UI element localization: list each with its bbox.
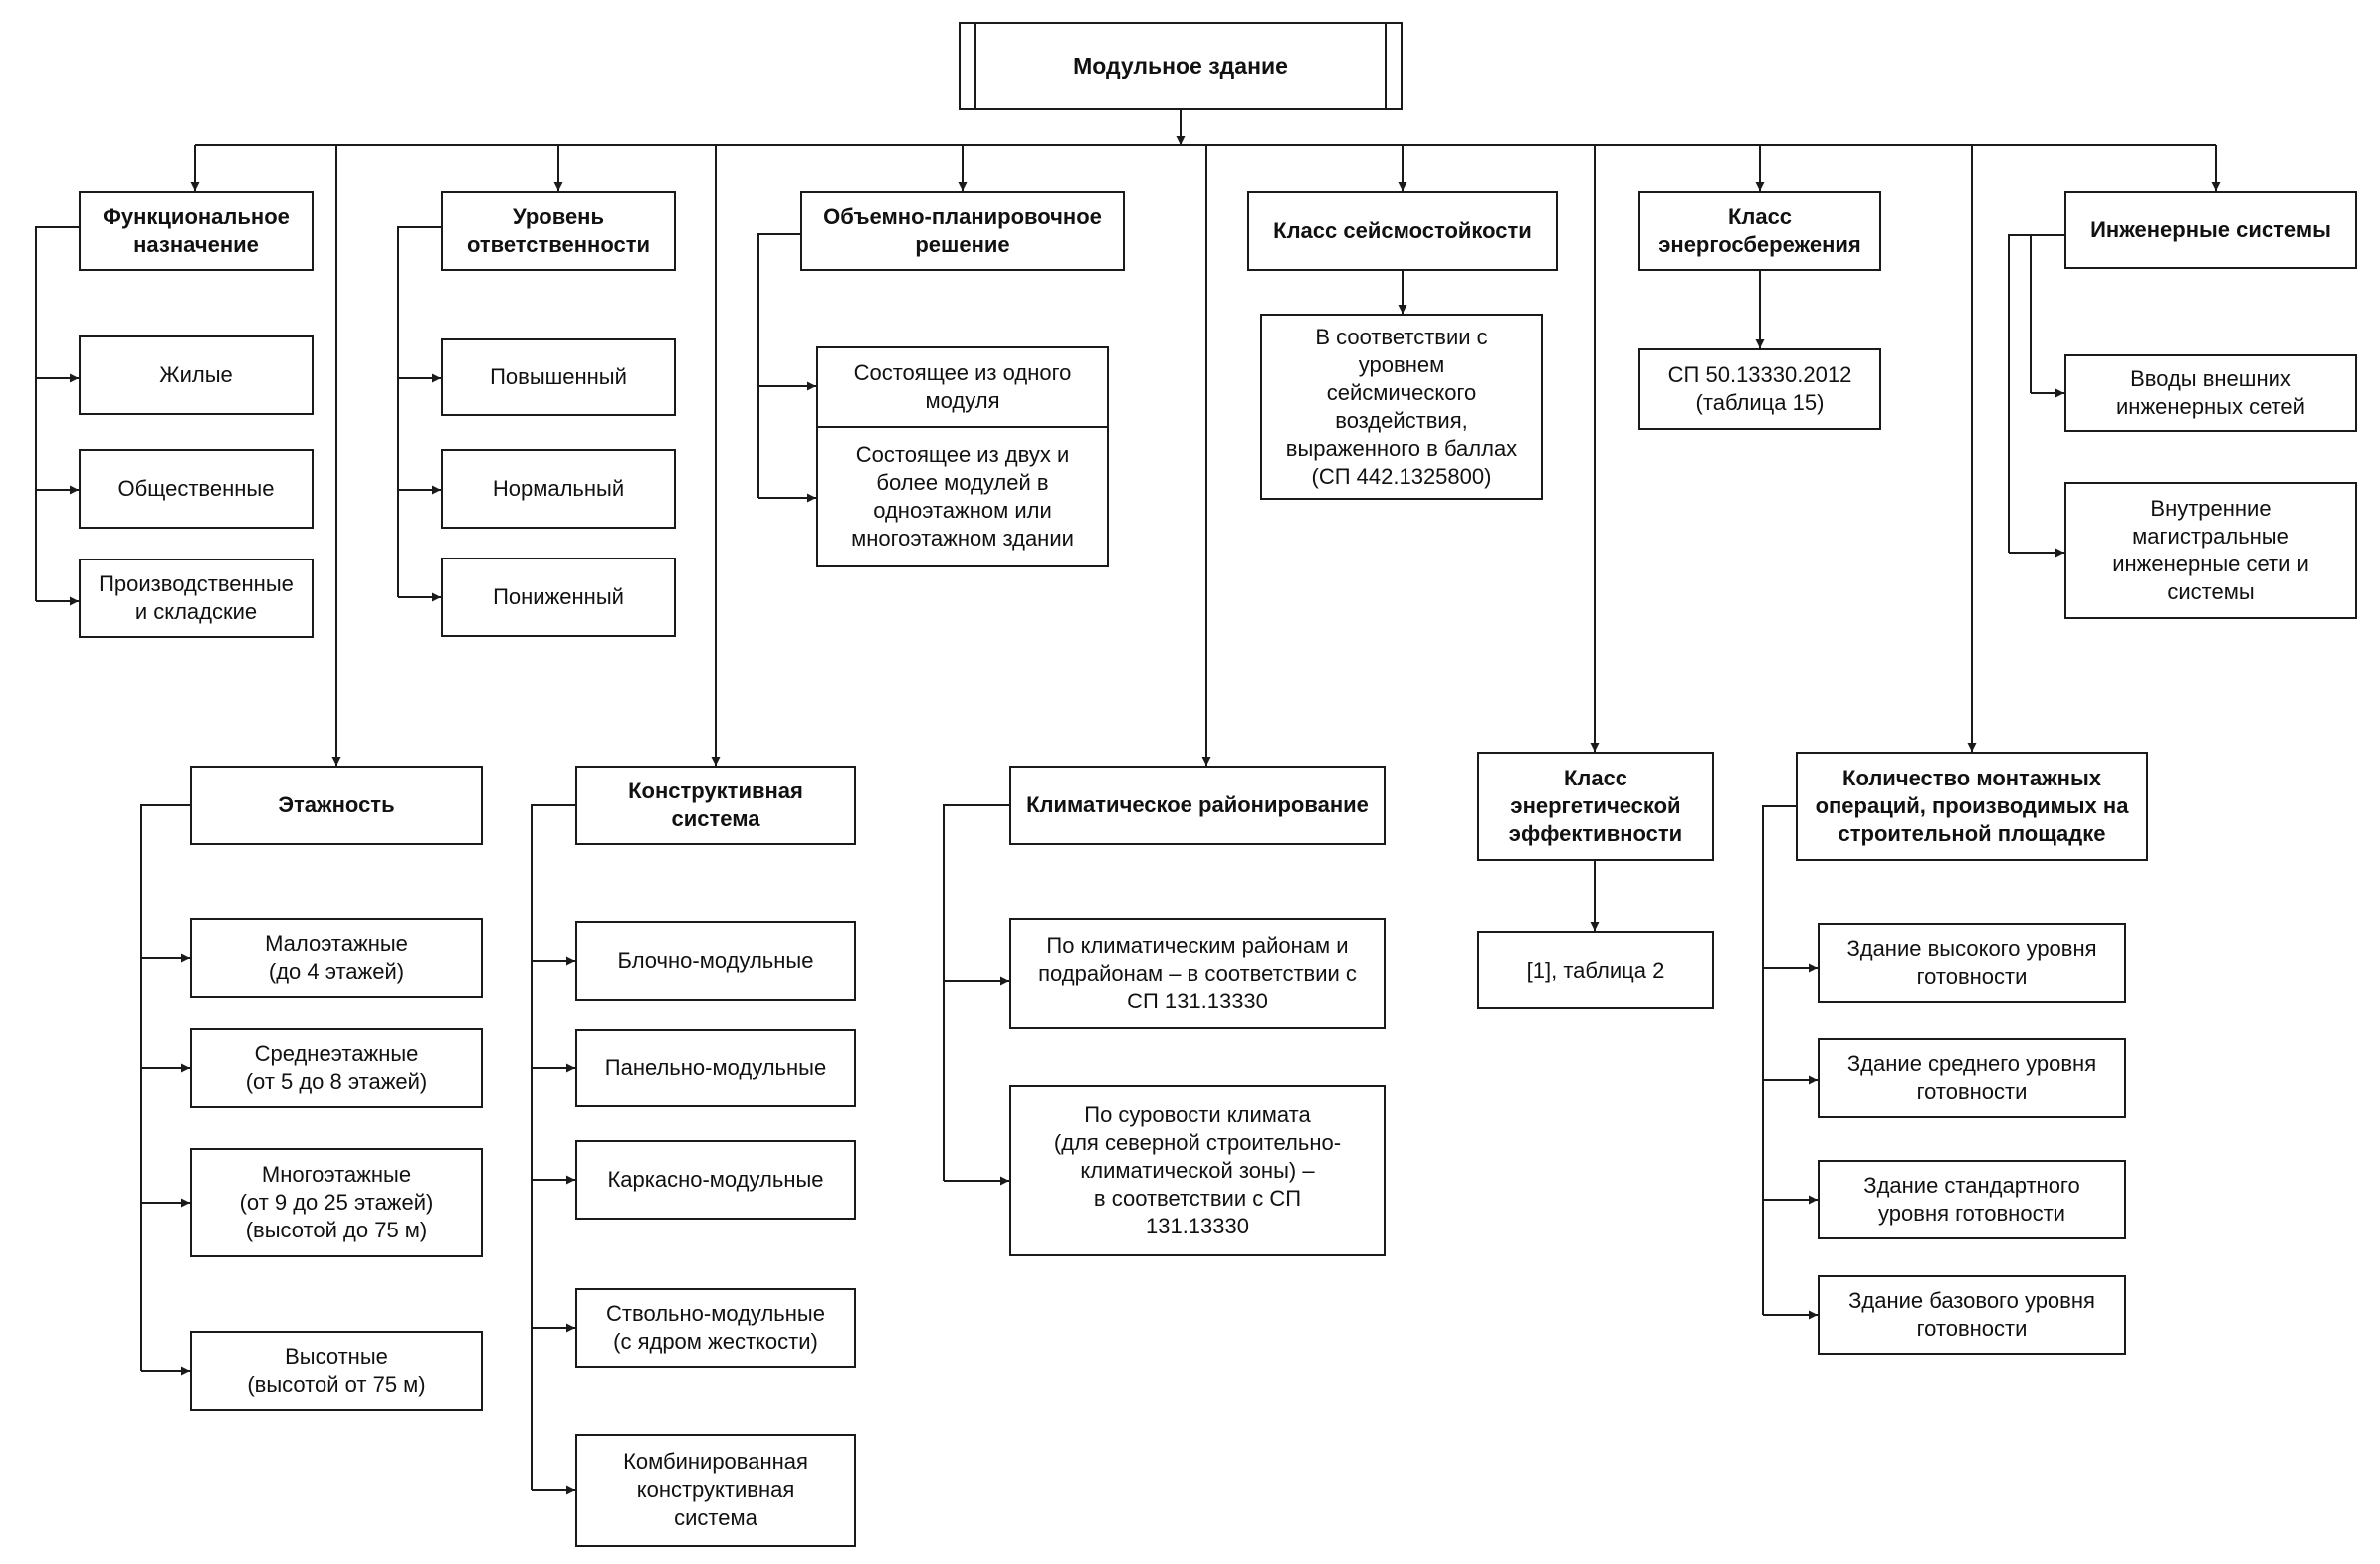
item-multi-module: Состоящее из двух и более модулей в одно… xyxy=(816,426,1109,567)
item-reduced: Пониженный xyxy=(441,558,676,637)
connector-floors-spine xyxy=(140,804,190,1371)
item-high-readiness: Здание высокого уровня готовности xyxy=(1818,923,2126,1003)
item-panel-modular: Панельно-модульные xyxy=(575,1029,856,1107)
item-climate-severity: По суровости климата (для северной строи… xyxy=(1009,1085,1386,1256)
category-assembly-operations: Количество монтажных операций, производи… xyxy=(1796,752,2148,861)
item-basic-readiness: Здание базового уровня готовности xyxy=(1818,1275,2126,1355)
item-core-modular: Ствольно-модульные (с ядром жесткости) xyxy=(575,1288,856,1368)
item-climate-regions: По климатическим районам и подрайонам – … xyxy=(1009,918,1386,1029)
root-node: Модульное здание xyxy=(959,22,1403,110)
connector-assembly-spine xyxy=(1762,805,1796,1315)
connector-responsibility-spine xyxy=(397,226,441,597)
category-functional-purpose: Функциональное назначение xyxy=(79,191,314,271)
root-label: Модульное здание xyxy=(1073,53,1288,79)
item-standard-readiness: Здание стандартного уровня готовности xyxy=(1818,1160,2126,1239)
category-climate-zoning: Климатическое районирование xyxy=(1009,766,1386,845)
category-number-of-floors: Этажность xyxy=(190,766,483,845)
category-engineering-systems: Инженерные системы xyxy=(2064,191,2357,269)
connector-engineering-spine-b xyxy=(2008,234,2031,553)
connector-planning-spine xyxy=(757,233,800,498)
category-space-planning: Объемно-планировочное решение xyxy=(800,191,1125,271)
item-increased: Повышенный xyxy=(441,338,676,416)
item-energy-saving-reference: СП 50.13330.2012 (таблица 15) xyxy=(1638,348,1881,430)
item-medium-readiness: Здание среднего уровня готовности xyxy=(1818,1038,2126,1118)
item-seismic-reference: В соответствии с уровнем сейсмического в… xyxy=(1260,314,1543,500)
item-internal-networks: Внутренние магистральные инженерные сети… xyxy=(2064,482,2357,619)
connector-structural-spine xyxy=(531,804,575,1490)
item-residential: Жилые xyxy=(79,335,314,415)
category-energy-efficiency-class: Класс энергетической эффективности xyxy=(1477,752,1714,861)
root-frame-left xyxy=(974,24,976,108)
item-external-inputs: Вводы внешних инженерных сетей xyxy=(2064,354,2357,432)
category-energy-saving-class: Класс энергосбережения xyxy=(1638,191,1881,271)
item-mid-rise: Среднеэтажные (от 5 до 8 этажей) xyxy=(190,1028,483,1108)
item-public: Общественные xyxy=(79,449,314,529)
item-combined-system: Комбинированная конструктивная система xyxy=(575,1434,856,1547)
item-high-rise: Высотные (высотой от 75 м) xyxy=(190,1331,483,1411)
connector-functional-spine xyxy=(35,226,79,601)
connector-climate-spine xyxy=(943,804,1009,1181)
item-frame-modular: Каркасно-модульные xyxy=(575,1140,856,1220)
item-multi-storey: Многоэтажные (от 9 до 25 этажей) (высото… xyxy=(190,1148,483,1257)
connector-engineering-spine-a xyxy=(2030,234,2064,393)
category-seismic-class: Класс сейсмостойкости xyxy=(1247,191,1558,271)
category-structural-system: Конструктивная система xyxy=(575,766,856,845)
item-normal: Нормальный xyxy=(441,449,676,529)
root-frame-right xyxy=(1385,24,1387,108)
item-energy-efficiency-reference: [1], таблица 2 xyxy=(1477,931,1714,1009)
item-single-module: Состоящее из одного модуля xyxy=(816,346,1109,428)
item-low-rise: Малоэтажные (до 4 этажей) xyxy=(190,918,483,998)
item-block-modular: Блочно-модульные xyxy=(575,921,856,1001)
item-industrial: Производственные и складские xyxy=(79,559,314,638)
category-responsibility-level: Уровень ответственности xyxy=(441,191,676,271)
